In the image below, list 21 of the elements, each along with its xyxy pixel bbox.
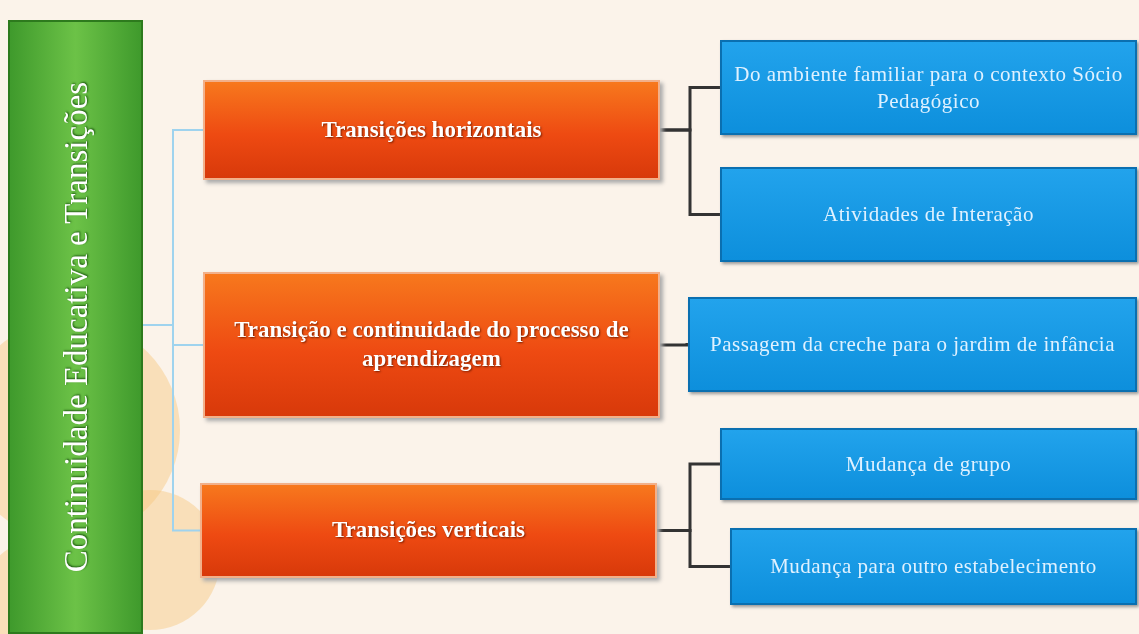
box-label: Transições verticais — [330, 516, 527, 545]
box-label: Passagem da creche para o jardim de infância — [708, 331, 1117, 358]
category-box — [203, 80, 660, 180]
item-box — [730, 528, 1137, 605]
box-label: Mudança de grupo — [844, 450, 1013, 478]
vertical-title: Continuidade Educativa e Transições — [58, 80, 93, 575]
box-label: Do ambiente familiar para o contexto Sócio Pedagógico — [733, 61, 1124, 114]
box-label: Mudança para outro estabelecimento — [769, 553, 1098, 580]
box-label: Transições horizontais — [320, 115, 543, 144]
item-box — [720, 167, 1137, 262]
item-box — [688, 297, 1137, 392]
connector-line — [657, 529, 730, 568]
category-box — [203, 272, 660, 418]
connector-line — [660, 128, 720, 216]
item-box — [720, 40, 1137, 135]
item-box — [720, 428, 1137, 500]
box-label: Transição e continuidade do processo de aprendizagem — [233, 316, 630, 373]
box-label: Atividades de Interação — [822, 201, 1035, 228]
connector-line — [660, 343, 689, 347]
category-box — [200, 483, 657, 578]
title-bar — [8, 20, 143, 634]
